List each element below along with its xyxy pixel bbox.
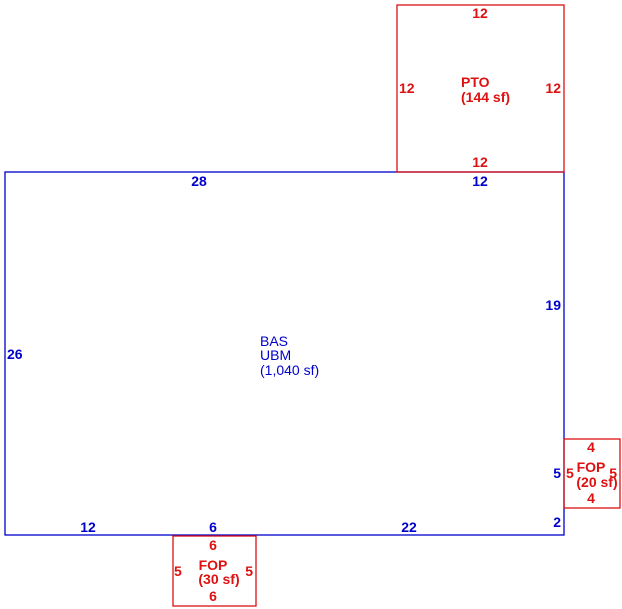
- fop-right-code-label: FOP: [577, 459, 606, 475]
- pto-dim-bottom: 12: [472, 154, 488, 170]
- bas-dim-top-left: 28: [191, 173, 207, 189]
- fop-bottom-dim-top: 6: [209, 537, 217, 553]
- bas-dim-left: 26: [7, 346, 23, 362]
- fop-right-area-label: (20 sf): [576, 474, 617, 490]
- pto-dim-left: 12: [399, 80, 415, 96]
- fop-right-dim-bottom: 4: [587, 490, 595, 506]
- fop-right-dim-top: 4: [587, 439, 595, 455]
- pto-area-label: (144 sf): [461, 89, 510, 105]
- bas-area-label: (1,040 sf): [260, 362, 319, 378]
- fop-right-outline: [563, 438, 621, 509]
- bas-dim-right-upper: 19: [545, 297, 561, 313]
- pto-dim-right: 12: [545, 80, 561, 96]
- bas-dim-bottom-mid: 6: [209, 519, 217, 535]
- bas-dim-right-lower: 2: [553, 514, 561, 530]
- pto-dim-top: 12: [472, 5, 488, 21]
- fop-bottom-area-label: (30 sf): [198, 571, 239, 587]
- fop-bottom-dim-right: 5: [245, 563, 253, 579]
- fop-right-dim-right: 5: [609, 465, 617, 481]
- pto-outline: [396, 4, 565, 173]
- pto-code-label: PTO: [461, 74, 490, 90]
- bas-outline: [4, 171, 565, 536]
- bas-dim-bottom-left: 12: [80, 519, 96, 535]
- bas-code-label: BAS: [260, 333, 288, 349]
- fop-bottom-code-label: FOP: [199, 557, 228, 573]
- bas-dim-bottom-right: 22: [401, 519, 417, 535]
- fop-bottom-dim-left: 5: [174, 563, 182, 579]
- bas-dim-top-right: 12: [472, 173, 488, 189]
- bas-dim-right-mid: 5: [553, 465, 561, 481]
- fop-bottom-dim-bottom: 6: [209, 588, 217, 604]
- fop-right-dim-left: 5: [566, 465, 574, 481]
- bas-type-label: UBM: [260, 347, 291, 363]
- fop-bottom-outline: [172, 535, 257, 607]
